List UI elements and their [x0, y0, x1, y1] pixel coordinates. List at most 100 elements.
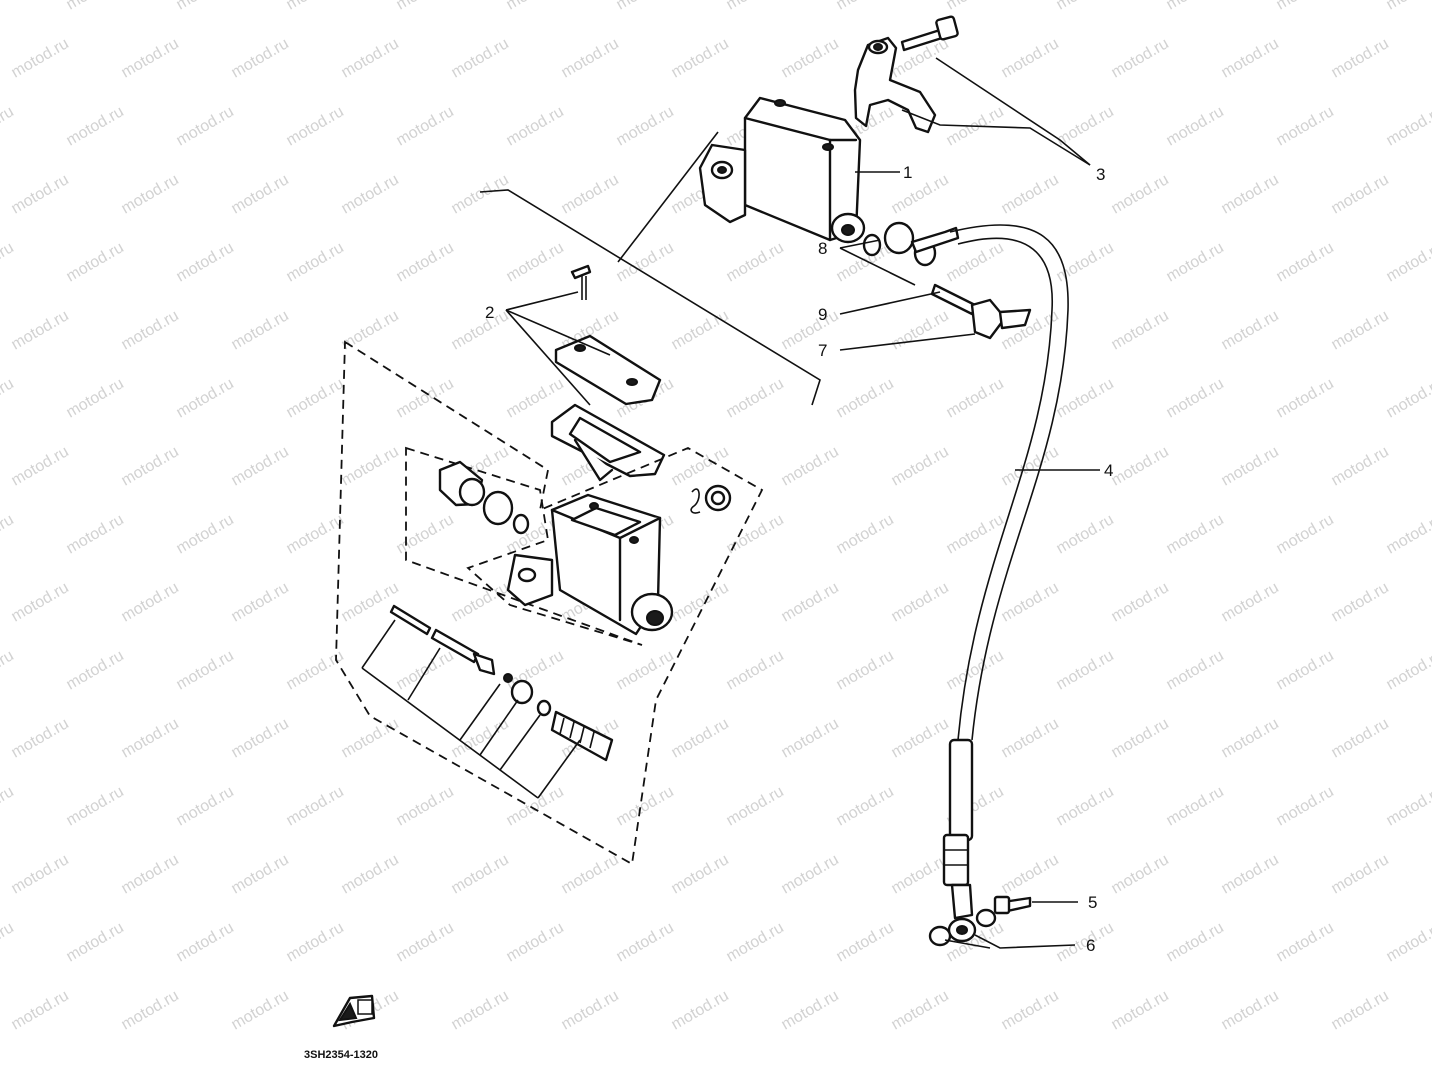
watermark-text: motod.ru	[1109, 35, 1172, 81]
watermark-text: motod.ru	[779, 579, 842, 625]
watermark-text: motod.ru	[1274, 239, 1337, 285]
watermark-text: motod.ru	[614, 647, 677, 693]
watermark-text: motod.ru	[559, 851, 622, 897]
watermark-text: motod.ru	[1109, 987, 1172, 1033]
watermark-text: motod.ru	[119, 443, 182, 489]
watermark-text: motod.ru	[614, 919, 677, 965]
watermark-text: motod.ru	[284, 375, 347, 421]
piston-kit-leaders	[361, 619, 581, 799]
watermark-text: motod.ru	[119, 987, 182, 1033]
watermark-text: motod.ru	[1219, 35, 1282, 81]
callout-7: 7	[818, 341, 827, 360]
watermark-text: motod.ru	[1329, 443, 1392, 489]
watermark-text: motod.ru	[174, 0, 237, 13]
holder-bolt	[900, 15, 959, 52]
watermark-text: motod.ru	[999, 579, 1062, 625]
watermark-text: motod.ru	[9, 307, 72, 353]
watermark-text: motod.ru	[1329, 35, 1392, 81]
watermark-text: motod.ru	[1219, 579, 1282, 625]
watermark-text: motod.ru	[394, 511, 457, 557]
watermark-text: motod.ru	[229, 987, 292, 1033]
watermark-text: motod.ru	[1384, 239, 1432, 285]
watermark-text: motod.ru	[64, 239, 127, 285]
watermark-text: motod.ru	[834, 919, 897, 965]
callout-9: 9	[818, 305, 827, 324]
watermark-text: motod.ru	[229, 443, 292, 489]
watermark-text: motod.ru	[1164, 783, 1227, 829]
watermark-text: motod.ru	[229, 715, 292, 761]
callout-2: 2	[485, 303, 494, 322]
watermark-text: motod.ru	[559, 171, 622, 217]
watermark-text: motod.ru	[1164, 0, 1227, 13]
piston-kit	[389, 604, 614, 762]
watermark-text: motod.ru	[779, 851, 842, 897]
watermark-text: motod.ru	[1164, 375, 1227, 421]
watermark-text: motod.ru	[1219, 443, 1282, 489]
watermark-text: motod.ru	[1384, 103, 1432, 149]
master-cylinder-body	[506, 493, 674, 636]
watermark-text: motod.ru	[1054, 239, 1117, 285]
watermark-text: motod.ru	[394, 919, 457, 965]
watermark-text: motod.ru	[64, 511, 127, 557]
watermark-text: motod.ru	[504, 0, 567, 13]
drawing-code: 3SH2354-1320	[304, 1049, 378, 1061]
watermark-text: motod.ru	[1109, 851, 1172, 897]
watermark-text: motod.ru	[0, 647, 17, 693]
watermark-text: motod.ru	[229, 307, 292, 353]
watermark-text: motod.ru	[1054, 783, 1117, 829]
watermark-text: motod.ru	[394, 239, 457, 285]
watermark-text: motod.ru	[1384, 647, 1432, 693]
watermark-text: motod.ru	[779, 987, 842, 1033]
piston-boot	[438, 460, 530, 535]
watermark-text: motod.ru	[669, 987, 732, 1033]
watermark-text: motod.ru	[1274, 647, 1337, 693]
watermark-text: motod.ru	[284, 0, 347, 13]
watermark-text: motod.ru	[284, 647, 347, 693]
watermark-text: motod.ru	[449, 307, 512, 353]
watermark-text: motod.ru	[229, 171, 292, 217]
watermark-text: motod.ru	[999, 443, 1062, 489]
watermark-text: motod.ru	[724, 783, 787, 829]
watermark-text: motod.ru	[0, 511, 17, 557]
watermark-text: motod.ru	[9, 171, 72, 217]
master-cylinder-top	[698, 96, 866, 244]
watermark-text: motod.ru	[64, 375, 127, 421]
watermark-text: motod.ru	[559, 987, 622, 1033]
watermark-text: motod.ru	[669, 715, 732, 761]
watermark-text: motod.ru	[1109, 715, 1172, 761]
watermark-text: motod.ru	[1109, 579, 1172, 625]
watermark-text: motod.ru	[339, 171, 402, 217]
watermark-text: motod.ru	[64, 919, 127, 965]
watermark-text: motod.ru	[889, 715, 952, 761]
watermark-text: motod.ru	[889, 579, 952, 625]
watermark-text: motod.ru	[834, 647, 897, 693]
watermark-text: motod.ru	[449, 987, 512, 1033]
watermark-text: motod.ru	[229, 579, 292, 625]
watermark-text: motod.ru	[669, 579, 732, 625]
leader-lines	[505, 57, 1100, 949]
watermark-text: motod.ru	[1054, 647, 1117, 693]
watermark-text: motod.ru	[1164, 239, 1227, 285]
watermark-text: motod.ru	[724, 0, 787, 13]
watermark-text: motod.ru	[394, 0, 457, 13]
watermark-text: motod.ru	[394, 783, 457, 829]
watermark-text: motod.ru	[1054, 0, 1117, 13]
watermark-text: motod.ru	[1054, 511, 1117, 557]
watermark-text: motod.ru	[1219, 851, 1282, 897]
watermark-text: motod.ru	[9, 579, 72, 625]
watermark-text: motod.ru	[449, 851, 512, 897]
watermark-text: motod.ru	[119, 35, 182, 81]
callout-5: 5	[1088, 893, 1097, 912]
watermark-text: motod.ru	[779, 307, 842, 353]
watermark-text: motod.ru	[64, 647, 127, 693]
watermark-text: motod.ru	[1329, 851, 1392, 897]
watermark-text: motod.ru	[1219, 715, 1282, 761]
watermark-text: motod.ru	[889, 987, 952, 1033]
watermark-text: motod.ru	[284, 919, 347, 965]
diaphragm-plate	[550, 403, 666, 482]
callout-4: 4	[1104, 461, 1113, 480]
watermark-text: motod.ru	[1384, 783, 1432, 829]
callout-1: 1	[903, 163, 912, 182]
